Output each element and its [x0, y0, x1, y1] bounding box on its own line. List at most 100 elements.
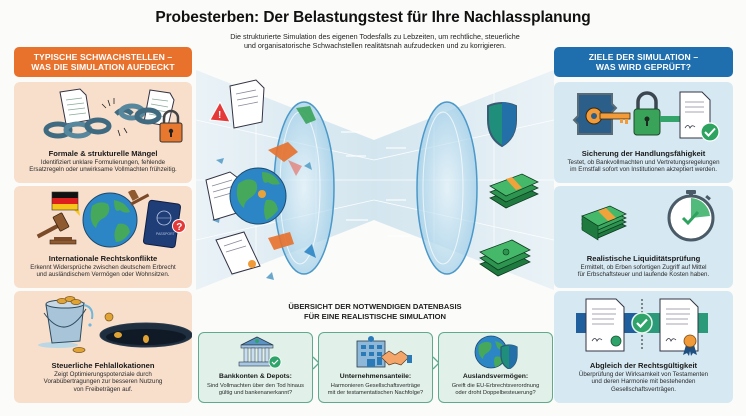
data-card-company-shares: Unternehmensanteile: Harmonieren Gesells…: [318, 332, 433, 403]
glass-tunnel-illustration: !: [196, 70, 554, 290]
shield-icon: [487, 102, 517, 148]
document-icon: [59, 88, 91, 125]
data-card-description: Harmonieren Gesellschaftsverträge mit de…: [322, 383, 429, 397]
card-description: Erkennt Widersprüche zwischen deutschem …: [20, 264, 186, 279]
international-law-illustration: PASSPORT ?: [36, 190, 186, 249]
label-line: FÜR EINE REALISTISCHE SIMULATION: [303, 312, 447, 321]
desc-line: Identifiziert unklare Formulierungen, fe…: [40, 159, 166, 166]
svg-text:?: ?: [176, 222, 182, 233]
data-card-bank-accounts: Bankkonten & Depots: Sind Vollmachten üb…: [198, 332, 313, 403]
header-line: WAS DIE SIMULATION AUFDECKT: [31, 62, 175, 72]
card-title: Internationale Rechtskonflikte: [48, 254, 158, 263]
access-security-illustration: [572, 91, 720, 142]
goal-card-capacity-to-act: Sicherung der Handlungsfähigkeit Testet,…: [554, 82, 733, 183]
desc-line: Ermittelt, ob Erben sofortigen Zugriff a…: [580, 264, 707, 271]
certificate-document-icon: [215, 231, 261, 275]
globe-icon: [229, 167, 287, 225]
data-card-title: Unternehmensanteile:: [339, 373, 412, 380]
stopwatch-icon: [667, 190, 715, 242]
glass-shards: [212, 106, 316, 280]
leaking-bucket-icon: [43, 299, 87, 344]
document-seal-icon: [585, 298, 625, 352]
data-card-title: Bankkonten & Depots:: [219, 373, 292, 380]
legal-validity-illustration: [576, 298, 708, 356]
desc-line: für Erbschaftsteuer und laufende Kosten …: [577, 271, 710, 279]
goal-card-legal-validity: Abgleich der Rechtsgültigkeit Überprüfun…: [554, 291, 733, 403]
weakness-card-formal-defects: Formale & strukturelle Mängel Identifizi…: [14, 82, 192, 183]
warning-icon: !: [209, 100, 231, 123]
goal-card-liquidity-check: Realistische Liquiditätsprüfung Ermittel…: [554, 186, 733, 288]
desc-line: gültig und bankenanerkannt?: [218, 390, 293, 396]
data-card-foreign-assets: Auslandsvermögen: Greift die EU-Erbrecht…: [438, 332, 553, 403]
card-title: Formale & strukturelle Mängel: [48, 149, 158, 158]
bank-icon: [238, 336, 282, 369]
desc-line: Sind Vollmachten über den Tod hinaus: [207, 383, 304, 389]
subtitle-line: Die strukturierte Simulation des eigenen…: [230, 32, 520, 41]
card-description: Überprüfung der Wirksamkeit von Testamen…: [560, 371, 727, 393]
document-icon: [229, 79, 265, 129]
data-card-title: Auslandsvermögen:: [462, 373, 529, 380]
cash-stack-icon: [489, 173, 539, 209]
desc-line: Greift die EU-Erbrechtsverordnung: [451, 383, 540, 389]
desc-line: Vorabübertragungen zur besseren Nutzung: [43, 378, 163, 386]
padlock-icon: [159, 109, 183, 143]
page-subtitle: Die strukturierte Simulation des eigenen…: [150, 32, 600, 50]
desc-line: Harmonieren Gesellschaftsverträge: [330, 383, 421, 389]
desc-line: Ersatzregeln oder unwirksame Vollmachten…: [29, 166, 177, 174]
desc-line: Testet, ob Bankvollmachten und Vertretun…: [567, 159, 720, 166]
card-title: Abgleich der Rechtsgültigkeit: [589, 361, 698, 370]
checkmark-icon: [700, 122, 720, 142]
broken-chain-icon: [43, 88, 183, 143]
padlock-icon: [633, 91, 661, 136]
desc-line: Gesellschaftsverträgen.: [611, 385, 676, 393]
key-icon: [572, 93, 631, 135]
label-line: ÜBERSICHT DER NOTWENDIGEN DATENBASIS: [288, 302, 462, 311]
hole-icon: [99, 322, 192, 348]
glass-lens-intact: [416, 101, 478, 275]
desc-line: oder droht Doppelbesteuerung?: [455, 390, 536, 396]
header-line: TYPISCHE SCHWACHSTELLEN –: [33, 52, 173, 62]
liquidity-illustration: [581, 190, 715, 242]
desc-line: Erkennt Widersprüche zwischen deutschem …: [30, 264, 176, 271]
weaknesses-header: TYPISCHE SCHWACHSTELLEN – WAS DIE SIMULA…: [14, 47, 192, 77]
globe-shield-icon: [474, 335, 518, 369]
card-description: Identifiziert unklare Formulierungen, fe…: [20, 159, 186, 174]
checkmark-icon: [631, 312, 653, 334]
desc-line: Zeigt Optimierungspotenziale durch: [54, 371, 152, 378]
coins-icon: [56, 296, 114, 353]
weakness-card-international-conflicts: PASSPORT ? Internationale Rechtskonflikt…: [14, 186, 192, 288]
data-card-description: Greift die EU-Erbrechtsverordnung oder d…: [442, 383, 549, 397]
header-line: WAS WIRD GEPRÜFT?: [595, 62, 692, 72]
certificate-ribbon-icon: [659, 298, 699, 356]
svg-text:!: !: [218, 110, 221, 121]
card-title: Steuerliche Fehlallokationen: [51, 361, 155, 370]
gavel-icon: [36, 212, 77, 245]
desc-line: und deren Harmonie mit bestehenden: [591, 378, 696, 386]
subtitle-line: und organisatorische Schwachstellen real…: [243, 41, 507, 50]
globe-icon: [82, 192, 138, 248]
desc-line: von Freibeträgen auf.: [73, 385, 133, 393]
cash-stack-icon: [479, 239, 531, 277]
desc-line: mit der testamentatischen Nachfolge?: [327, 390, 424, 396]
header-line: ZIELE DER SIMULATION –: [588, 52, 699, 62]
svg-text:PASSPORT: PASSPORT: [156, 232, 176, 236]
card-title: Realistische Liquiditätsprüfung: [586, 254, 701, 263]
office-building-handshake-icon: [356, 336, 412, 368]
desc-line: im Ernstfall sofort von Institutionen ak…: [570, 166, 717, 174]
german-flag-icon: [51, 191, 80, 216]
data-basis-label: ÜBERSICHT DER NOTWENDIGEN DATENBASIS FÜR…: [230, 302, 520, 322]
tax-leak-illustration: [38, 296, 192, 353]
desc-line: Überprüfung der Wirksamkeit von Testamen…: [578, 371, 709, 378]
cash-stack-icon: [581, 205, 627, 241]
question-mark-icon: ?: [172, 219, 186, 233]
desc-line: und ausländischem Vermögen oder Wohnsitz…: [36, 271, 170, 279]
goals-header: ZIELE DER SIMULATION – WAS WIRD GEPRÜFT?: [554, 47, 733, 77]
card-description: Ermittelt, ob Erben sofortigen Zugriff a…: [560, 264, 727, 279]
card-description: Zeigt Optimierungspotenziale durch Vorab…: [20, 371, 186, 393]
card-title: Sicherung der Handlungsfähigkeit: [581, 149, 706, 158]
page-title: Probesterben: Der Belastungstest für Ihr…: [155, 9, 591, 26]
weakness-card-tax-misallocations: Steuerliche Fehlallokationen Zeigt Optim…: [14, 291, 192, 403]
data-card-description: Sind Vollmachten über den Tod hinaus gül…: [202, 383, 309, 397]
gavel-icon: [128, 190, 150, 206]
card-description: Testet, ob Bankvollmachten und Vertretun…: [560, 159, 727, 174]
